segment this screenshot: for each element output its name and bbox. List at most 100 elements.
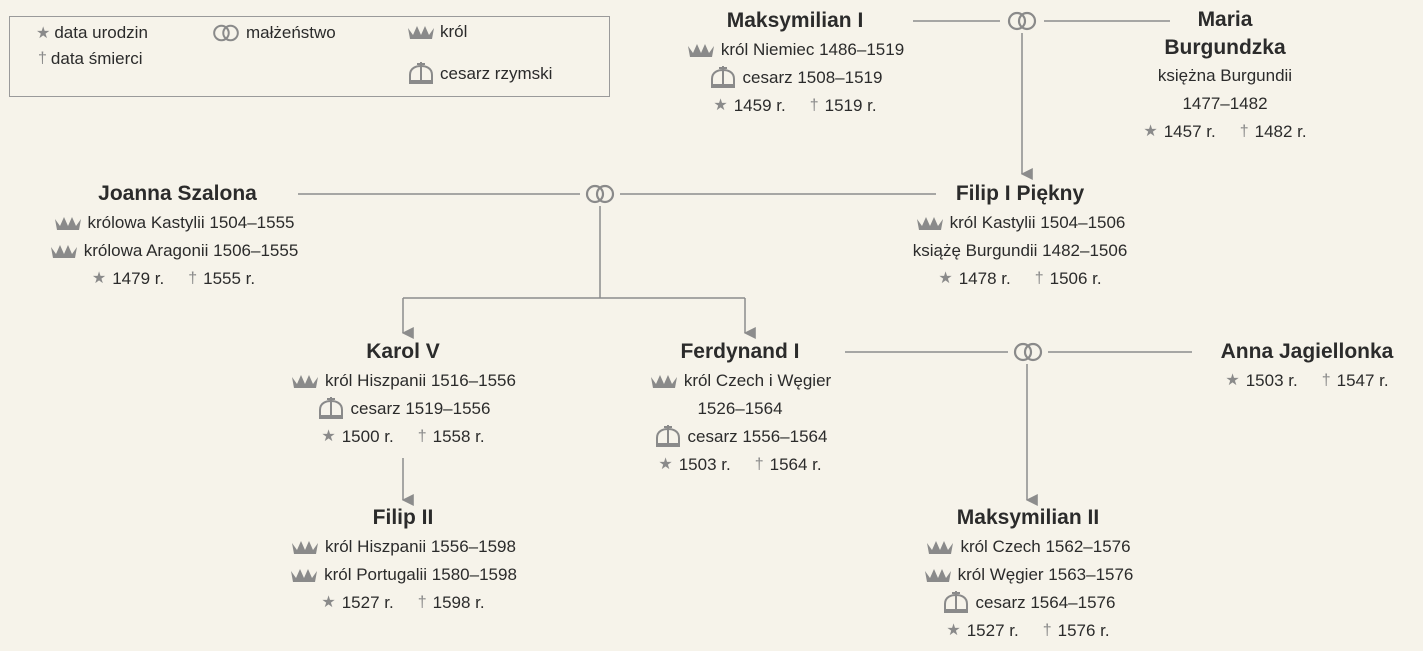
legend-death-label: data śmierci — [50, 49, 143, 68]
person-name: Ferdynand I — [680, 340, 800, 363]
person-karol-v: Karol V król Hiszpanii 1516–1556 cesarz … — [243, 337, 563, 451]
star-icon: ★ — [36, 25, 51, 42]
cross-icon: † — [754, 456, 764, 473]
title-text: książę Burgundii 1482–1506 — [912, 241, 1128, 260]
star-icon: ★ — [658, 456, 673, 473]
title-text: król Kastylii 1504–1506 — [949, 213, 1126, 232]
star-icon: ★ — [321, 428, 336, 445]
star-icon: ★ — [713, 97, 728, 114]
death-date: 1506 r. — [1049, 269, 1102, 288]
birth-date: 1503 r. — [678, 455, 731, 474]
title-line: król Węgier 1563–1576 — [858, 561, 1198, 589]
title-line: księżna Burgundii — [1110, 62, 1340, 90]
imperial-crown-icon — [710, 66, 735, 88]
person-joanna-szalona: Joanna Szalona królowa Kastylii 1504–155… — [6, 179, 341, 293]
legend-emperor: cesarz rzymski — [406, 62, 552, 86]
title-text: cesarz 1564–1576 — [975, 593, 1116, 612]
legend-box: ★ data urodzin † data śmierci małżeństwo… — [9, 16, 610, 97]
title-text: księżna Burgundii — [1157, 66, 1293, 85]
person-name: Filip II — [372, 506, 434, 529]
legend-king-label: król — [440, 22, 468, 41]
birth-date: 1479 r. — [112, 269, 165, 288]
title-text: cesarz 1556–1564 — [687, 427, 828, 446]
crown-icon — [924, 569, 951, 582]
legend-king: król — [406, 22, 467, 42]
crown-icon — [916, 217, 943, 230]
legend-marriage-label: małżeństwo — [246, 23, 336, 42]
title-line: cesarz 1508–1519 — [640, 64, 950, 92]
marriage-rings-icon — [1013, 342, 1043, 362]
title-text: król Hiszpanii 1556–1598 — [325, 537, 516, 556]
cross-icon: † — [417, 594, 427, 611]
title-text: król Czech i Węgier — [683, 371, 832, 390]
cross-icon: † — [1239, 123, 1249, 140]
title-line: cesarz 1556–1564 — [600, 423, 880, 451]
person-maksymilian-i: Maksymilian I król Niemiec 1486–1519 ces… — [640, 6, 950, 120]
life-dates: ★ 1503 r. † 1564 r. — [600, 451, 880, 479]
legend-birth-label: data urodzin — [54, 23, 148, 42]
person-name: Joanna Szalona — [98, 182, 257, 205]
title-text: król Portugalii 1580–1598 — [324, 565, 517, 584]
imperial-crown-icon — [655, 425, 680, 447]
birth-date: 1527 r. — [341, 593, 394, 612]
birth-date: 1503 r. — [1245, 371, 1298, 390]
person-name: Karol V — [366, 340, 440, 363]
birth-date: 1459 r. — [733, 96, 786, 115]
title-text: król Hiszpanii 1516–1556 — [325, 371, 516, 390]
legend-emperor-label: cesarz rzymski — [440, 64, 553, 83]
death-date: 1519 r. — [824, 96, 877, 115]
cross-icon: † — [1321, 372, 1331, 389]
star-icon: ★ — [938, 270, 953, 287]
title-line: król Czech i Węgier — [600, 367, 880, 395]
crown-icon — [292, 375, 319, 388]
crown-icon — [291, 569, 318, 582]
title-text: król Niemiec 1486–1519 — [720, 40, 905, 59]
marriage-rings-icon — [210, 23, 242, 43]
cross-icon: † — [809, 97, 819, 114]
title-text: 1477–1482 — [1182, 94, 1268, 113]
title-line: król Hiszpanii 1516–1556 — [243, 367, 563, 395]
person-name: Maksymilian I — [726, 9, 864, 32]
person-name-line-2: Burgundzka — [1164, 36, 1286, 59]
title-line: król Portugalii 1580–1598 — [228, 561, 578, 589]
title-text: cesarz 1508–1519 — [742, 68, 883, 87]
person-filip-i-piekny: Filip I Piękny król Kastylii 1504–1506 k… — [860, 179, 1180, 293]
title-text: 1526–1564 — [697, 399, 783, 418]
cross-icon: † — [1034, 270, 1044, 287]
life-dates: ★ 1478 r. † 1506 r. — [860, 265, 1180, 293]
person-name: Filip I Piękny — [955, 182, 1085, 205]
crown-icon — [687, 44, 714, 57]
title-text: król Węgier 1563–1576 — [957, 565, 1134, 584]
title-line: 1477–1482 — [1110, 90, 1340, 118]
person-anna-jagiellonka: Anna Jagiellonka ★ 1503 r. † 1547 r. — [1195, 337, 1419, 395]
birth-date: 1500 r. — [341, 427, 394, 446]
person-maria-burgundzka: Maria Burgundzka księżna Burgundii 1477–… — [1110, 6, 1340, 146]
title-line: król Czech 1562–1576 — [858, 533, 1198, 561]
cross-icon: † — [38, 50, 47, 67]
title-line: król Kastylii 1504–1506 — [860, 209, 1180, 237]
life-dates: ★ 1503 r. † 1547 r. — [1195, 367, 1419, 395]
birth-date: 1527 r. — [966, 621, 1019, 640]
person-filip-ii: Filip II król Hiszpanii 1556–1598 król P… — [228, 503, 578, 617]
imperial-crown-icon — [943, 591, 968, 613]
title-line: cesarz 1564–1576 — [858, 589, 1198, 617]
life-dates: ★ 1500 r. † 1558 r. — [243, 423, 563, 451]
star-icon: ★ — [321, 594, 336, 611]
title-line: cesarz 1519–1556 — [243, 395, 563, 423]
life-dates: ★ 1459 r. † 1519 r. — [640, 92, 950, 120]
death-date: 1482 r. — [1254, 122, 1307, 141]
life-dates: ★ 1527 r. † 1598 r. — [228, 589, 578, 617]
title-text: cesarz 1519–1556 — [350, 399, 491, 418]
star-icon: ★ — [91, 270, 107, 287]
legend-death: † data śmierci — [38, 49, 143, 69]
crown-icon — [292, 541, 319, 554]
title-line: 1526–1564 — [600, 395, 880, 423]
title-line: król Hiszpanii 1556–1598 — [228, 533, 578, 561]
title-text: król Czech 1562–1576 — [960, 537, 1131, 556]
title-line: książę Burgundii 1482–1506 — [860, 237, 1180, 265]
person-name-line-1: Maria — [1197, 8, 1253, 31]
star-icon: ★ — [1225, 372, 1240, 389]
cross-icon: † — [417, 428, 427, 445]
death-date: 1598 r. — [432, 593, 485, 612]
